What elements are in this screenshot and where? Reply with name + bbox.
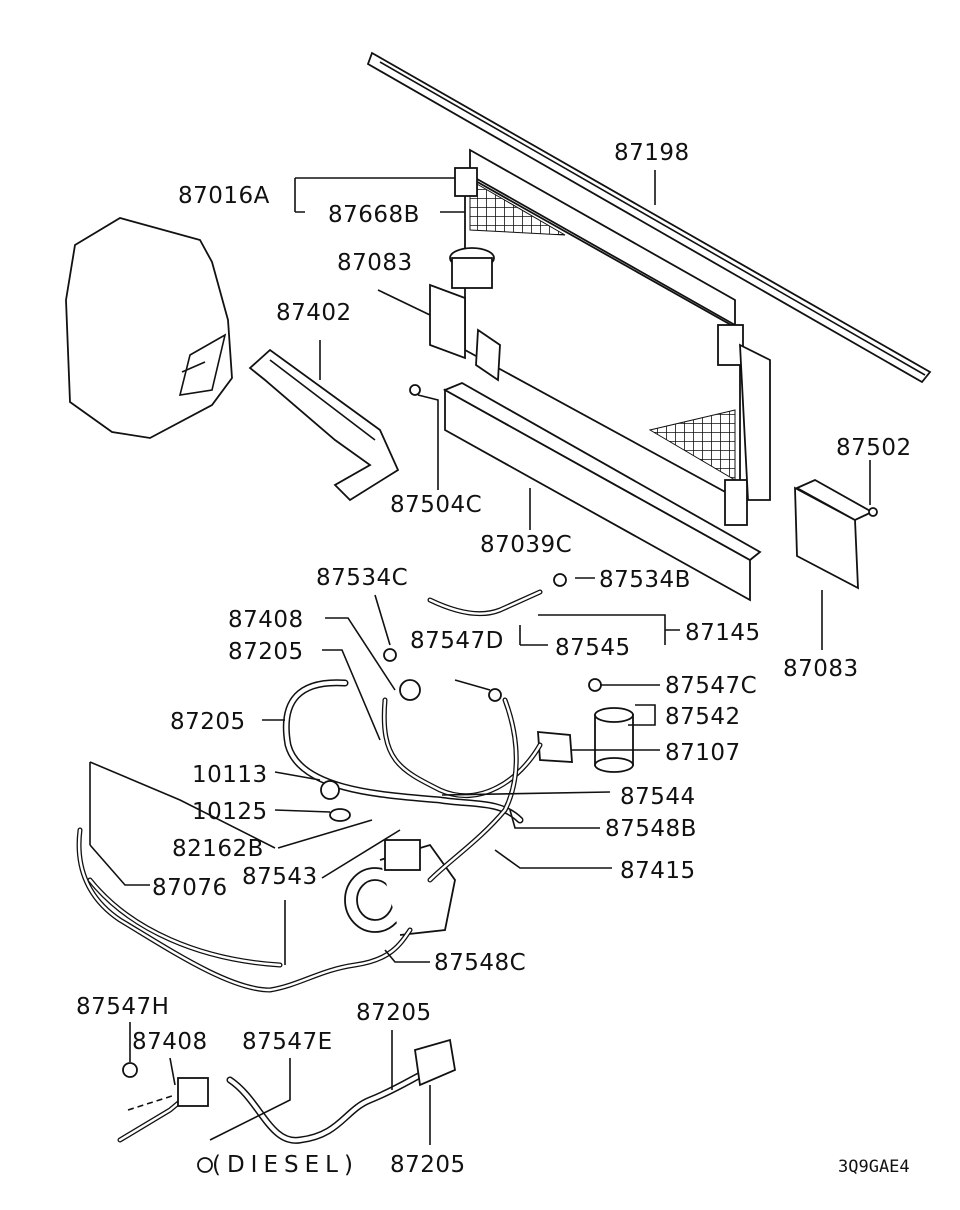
label-87205-c: 87205	[356, 1000, 432, 1026]
label-87408-diesel: 87408	[132, 1029, 208, 1055]
label-87504c: 87504C	[390, 492, 482, 518]
receiver-drier	[537, 707, 634, 773]
air-duct-87402	[248, 348, 400, 502]
label-87415: 87415	[620, 858, 696, 884]
label-87198: 87198	[614, 140, 690, 166]
label-87502: 87502	[836, 435, 912, 461]
engine-compartment-outline	[65, 217, 233, 439]
drawing-code: 3Q9GAE4	[838, 1157, 910, 1177]
label-87548b: 87548B	[605, 816, 697, 842]
label-87205-a: 87205	[228, 639, 304, 665]
label-87542: 87542	[665, 704, 741, 730]
label-87145: 87145	[685, 620, 761, 646]
label-82162b: 82162B	[172, 836, 264, 862]
label-87076: 87076	[152, 875, 228, 901]
label-87544: 87544	[620, 784, 696, 810]
label-87402: 87402	[276, 300, 352, 326]
fasteners	[122, 384, 878, 1173]
condenser	[454, 148, 771, 526]
label-87534c: 87534C	[316, 565, 408, 591]
label-87083-right: 87083	[783, 656, 859, 682]
label-10113: 10113	[192, 762, 268, 788]
part-labels: 87198 87016A 87668B 87083 87402 87504C 8…	[76, 140, 912, 1178]
refrigerant-lines	[76, 589, 543, 1144]
label-87547d: 87547D	[410, 628, 504, 654]
diesel-variant-label: (DIESEL)	[212, 1152, 359, 1178]
label-87408: 87408	[228, 607, 304, 633]
foam-strip-87039c	[442, 382, 762, 602]
label-87547h: 87547H	[76, 994, 169, 1020]
label-87039c: 87039C	[480, 532, 572, 558]
label-87107: 87107	[665, 740, 741, 766]
label-87205-d: 87205	[390, 1152, 466, 1178]
leader-lines	[89, 170, 871, 1145]
label-87534b: 87534B	[599, 567, 691, 593]
label-87547e: 87547E	[242, 1029, 333, 1055]
bracket-87083-left	[429, 247, 501, 382]
label-87543: 87543	[242, 864, 318, 890]
label-87548c: 87548C	[434, 950, 526, 976]
top-rail-87198	[366, 51, 932, 384]
plate-87083-right	[794, 478, 874, 590]
label-87547c: 87547C	[665, 673, 757, 699]
label-87083-top: 87083	[337, 250, 413, 276]
compressor	[344, 839, 456, 936]
label-87545: 87545	[555, 635, 631, 661]
label-87016a: 87016A	[178, 183, 270, 209]
label-87205-b: 87205	[170, 709, 246, 735]
label-87668b: 87668B	[328, 202, 420, 228]
label-10125: 10125	[192, 799, 268, 825]
